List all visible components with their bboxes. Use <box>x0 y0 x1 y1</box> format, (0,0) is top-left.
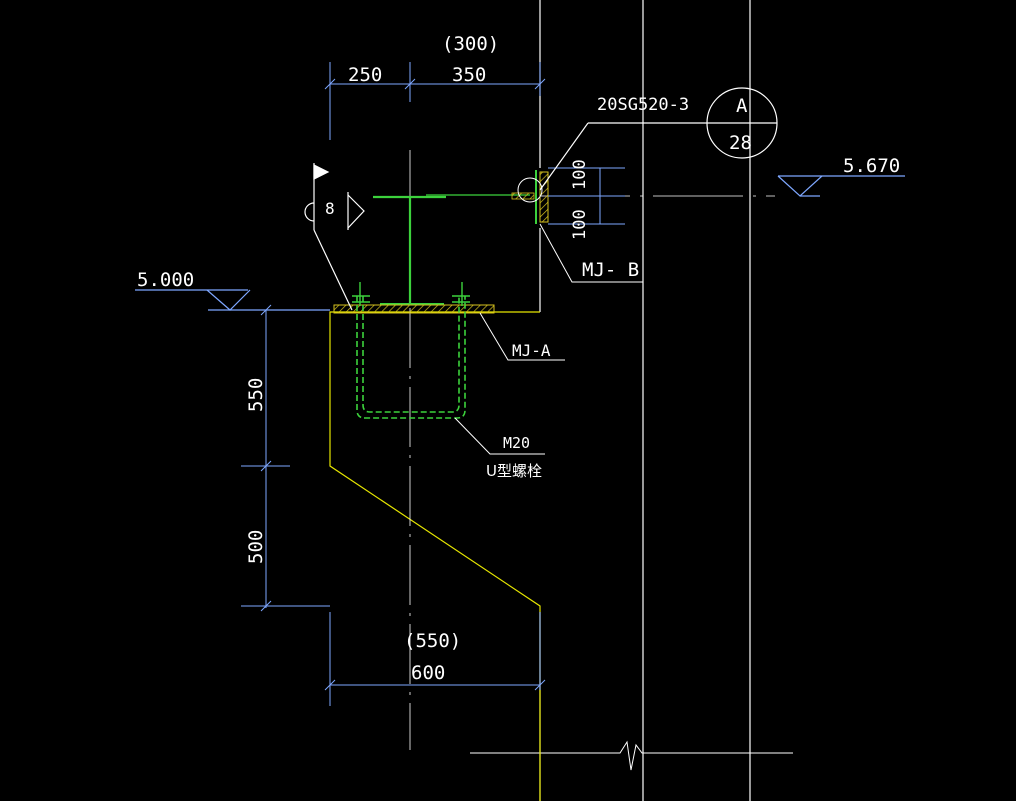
weld-stiffener <box>511 192 535 200</box>
elev-upper: 5.670 <box>843 155 900 177</box>
dim-top-ref: (300) <box>442 33 499 55</box>
connection-marker <box>517 177 543 203</box>
detail-ref: 20SG520-3 <box>597 95 689 115</box>
embed-b-label: MJ- B <box>582 259 639 281</box>
dim-left-lower: 500 <box>245 530 267 564</box>
u-bolt <box>356 296 466 419</box>
dim-bottom: 600 <box>411 662 445 684</box>
dim-top-right: 350 <box>452 64 486 86</box>
weld-size: 8 <box>325 199 335 218</box>
detail-letter: A <box>736 95 748 117</box>
dim-conn-lower: 100 <box>570 209 590 240</box>
break-line-icon <box>470 740 793 771</box>
column <box>539 0 751 801</box>
elevation-triangle-icon <box>135 175 905 311</box>
steel-beam <box>373 170 537 305</box>
detail-circle-icon <box>539 87 778 191</box>
weld-symbol-icon <box>304 163 365 311</box>
dimension-lines <box>241 62 625 706</box>
bolt-leader <box>454 417 545 455</box>
bolt-type: U型螺栓 <box>486 462 542 480</box>
bolt-size: M20 <box>503 434 530 452</box>
corbel-outline <box>329 311 541 801</box>
detail-sheet: 28 <box>729 132 752 154</box>
dim-top-left: 250 <box>348 64 382 86</box>
dim-bottom-ref: (550) <box>404 630 461 652</box>
dim-left-upper: 550 <box>245 378 267 412</box>
embed-plate-a <box>333 304 495 314</box>
mj-a-leader <box>479 312 565 361</box>
dim-conn-upper: 100 <box>570 159 590 190</box>
embed-a-label: MJ-A <box>512 341 551 360</box>
mj-b-leader <box>539 223 643 283</box>
elev-lower: 5.000 <box>137 269 194 291</box>
bolt-heads <box>352 282 470 306</box>
